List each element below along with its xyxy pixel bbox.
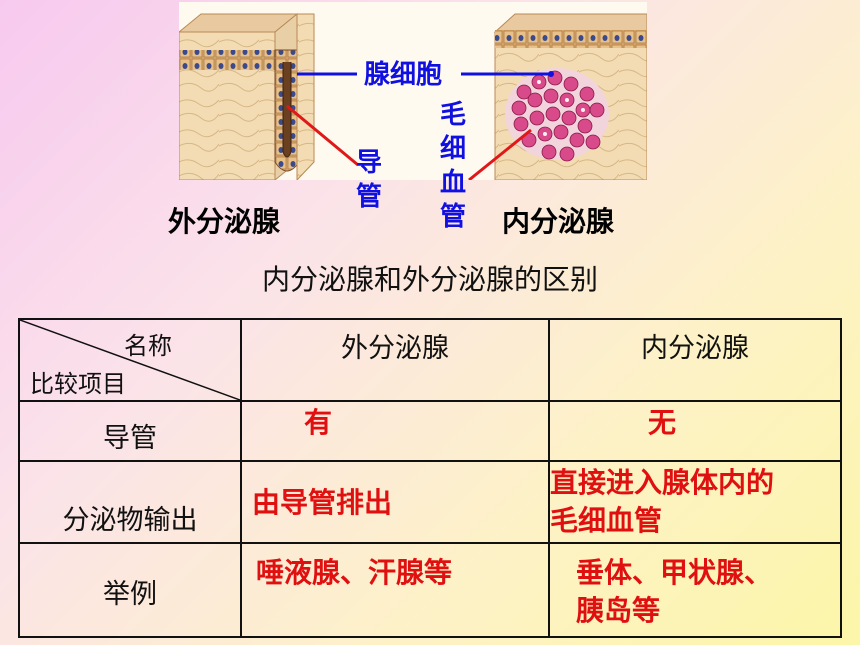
header-exocrine: 外分泌腺 — [240, 318, 550, 402]
header-exocrine-label: 外分泌腺 — [341, 333, 449, 364]
table-row: 举例 唾液腺、汗腺等 垂体、甲状腺、 胰岛等 — [18, 542, 842, 638]
endocrine-gland-label: 内分泌腺 — [502, 205, 615, 238]
exocrine-cell: 唾液腺、汗腺等 — [240, 542, 550, 638]
gland-diagram — [179, 2, 647, 180]
diagonal-divider — [20, 320, 240, 400]
row-label-cell: 导管 — [18, 400, 242, 462]
row-label: 导管 — [103, 423, 157, 454]
endocrine-value: 直接进入腺体内的 毛细血管 — [550, 466, 775, 537]
comparison-table: 名称 比较项目 外分泌腺 内分泌腺 导管 有 无 分泌物输出 由导管排出 直接进… — [18, 318, 842, 638]
row-label-cell: 举例 — [18, 542, 242, 638]
table-row: 分泌物输出 由导管排出 直接进入腺体内的 毛细血管 — [18, 460, 842, 544]
exocrine-value: 由导管排出 — [252, 486, 393, 519]
row-label: 分泌物输出 — [62, 505, 198, 536]
endocrine-cell: 垂体、甲状腺、 胰岛等 — [548, 542, 842, 638]
duct-label: 导 管 — [356, 148, 383, 212]
endocrine-cell: 无 — [548, 400, 842, 462]
corner-bottom-label: 比较项目 — [30, 370, 126, 398]
table-header-row: 名称 比较项目 外分泌腺 内分泌腺 — [18, 318, 842, 402]
gland-illustration — [179, 2, 647, 180]
endocrine-value: 无 — [648, 406, 677, 439]
gland-cell-label: 腺细胞 — [364, 60, 443, 90]
header-endocrine: 内分泌腺 — [548, 318, 842, 402]
row-label: 举例 — [103, 579, 157, 610]
header-endocrine-label: 内分泌腺 — [641, 333, 749, 364]
capillary-label: 毛 细 血 管 — [440, 100, 467, 232]
exocrine-value: 唾液腺、汗腺等 — [256, 556, 453, 589]
endocrine-cell: 直接进入腺体内的 毛细血管 — [548, 460, 842, 544]
exocrine-gland-label: 外分泌腺 — [168, 205, 281, 238]
table-row: 导管 有 无 — [18, 400, 842, 462]
corner-top-label: 名称 — [124, 332, 172, 360]
endocrine-cell-cluster — [505, 68, 609, 162]
row-label-cell: 分泌物输出 — [18, 460, 242, 544]
exocrine-value: 有 — [304, 406, 333, 439]
corner-cell: 名称 比较项目 — [18, 318, 242, 402]
endocrine-value: 垂体、甲状腺、 胰岛等 — [576, 556, 773, 627]
page-subtitle: 内分泌腺和外分泌腺的区别 — [261, 263, 598, 296]
exocrine-cell: 有 — [240, 400, 550, 462]
exocrine-cell: 由导管排出 — [240, 460, 550, 544]
